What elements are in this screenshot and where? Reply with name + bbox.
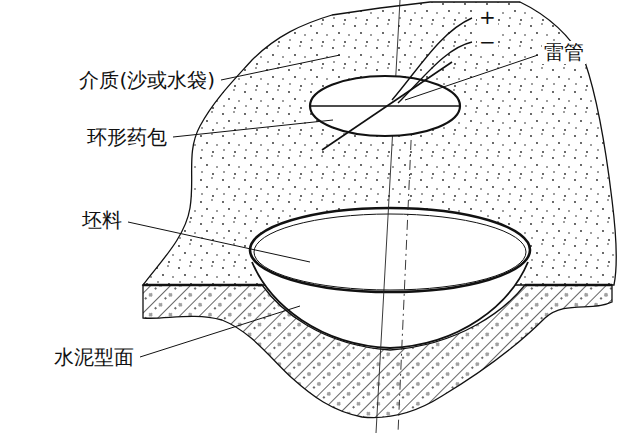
part-label: 水泥型面 — [52, 346, 136, 369]
leader-line — [173, 120, 333, 137]
lead-wire — [392, 18, 472, 100]
leader-line — [128, 222, 310, 262]
polarity-sign: − — [477, 31, 498, 54]
ring-charge — [310, 76, 460, 136]
axis-line-dashed — [398, 120, 412, 433]
part-label: 环形药包 — [85, 126, 169, 149]
blank-rim — [250, 208, 530, 292]
axis-line — [376, 0, 400, 433]
polarity-sign: + — [477, 6, 498, 29]
leader-line — [221, 55, 340, 80]
blank-rim-inner — [254, 214, 526, 290]
part-label: 雷管 — [542, 41, 586, 64]
leader-line — [405, 55, 538, 100]
part-label: 坯料 — [80, 209, 124, 232]
leader-line — [140, 306, 300, 357]
part-label: 介质(沙或水袋) — [77, 69, 217, 92]
lead-wire — [398, 42, 472, 103]
detonator — [322, 62, 452, 150]
